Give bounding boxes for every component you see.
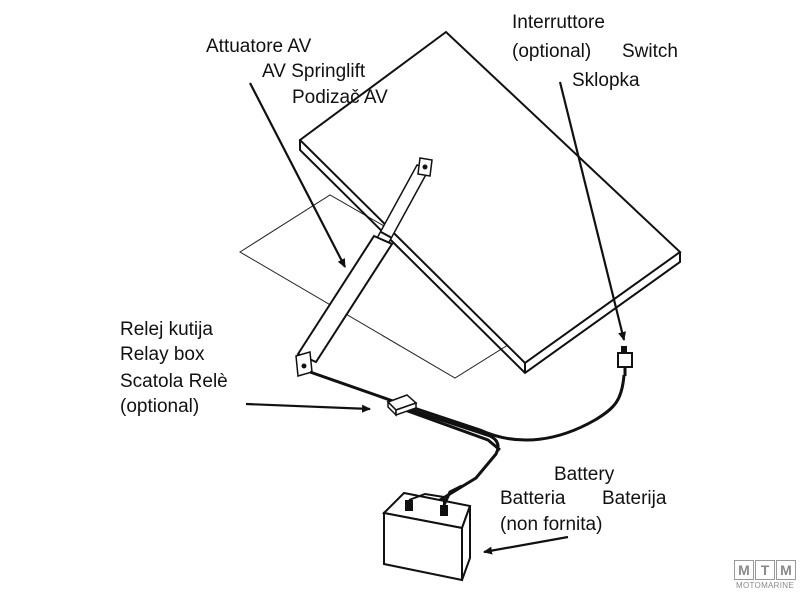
label-relay-en: Relay box	[120, 344, 205, 365]
label-switch-it: Interruttore	[512, 12, 605, 33]
switch-device	[617, 346, 633, 376]
leader-arrows	[245, 81, 626, 555]
label-battery-en: Battery	[554, 464, 615, 485]
label-actuator-en: AV Springlift	[262, 61, 366, 82]
arrow-actuator	[249, 82, 346, 268]
watermark-text: MOTOMARINE	[736, 581, 794, 590]
label-battery-it: Batteria	[500, 488, 566, 509]
label-switch-hr: Sklopka	[572, 70, 640, 91]
watermark-letter: M	[734, 560, 754, 580]
arrow-battery	[483, 535, 569, 555]
label-relay-it: Scatola Relè	[120, 371, 228, 392]
label-actuator-it: Attuatore AV	[206, 36, 312, 57]
arrow-relay	[245, 402, 371, 413]
actuator-strut	[295, 157, 433, 377]
bed-lift-board	[298, 30, 682, 375]
label-relay-optional: (optional)	[120, 396, 200, 417]
label-battery-note: (non fornita)	[500, 514, 603, 535]
watermark-letter: T	[755, 560, 775, 580]
label-switch-optional: (optional)	[512, 41, 592, 62]
watermark-letter: M	[776, 560, 796, 580]
battery	[381, 484, 472, 582]
label-battery-hr: Baterija	[602, 488, 667, 509]
label-actuator-hr: Podizač AV	[292, 87, 388, 108]
relay-box	[386, 394, 418, 417]
label-relay-hr: Relej kutija	[120, 319, 213, 340]
arrow-switch	[558, 81, 626, 341]
label-switch-en: Switch	[622, 41, 678, 62]
motomarine-watermark: M T M MOTOMARINE	[734, 560, 796, 596]
wiring	[309, 370, 626, 502]
